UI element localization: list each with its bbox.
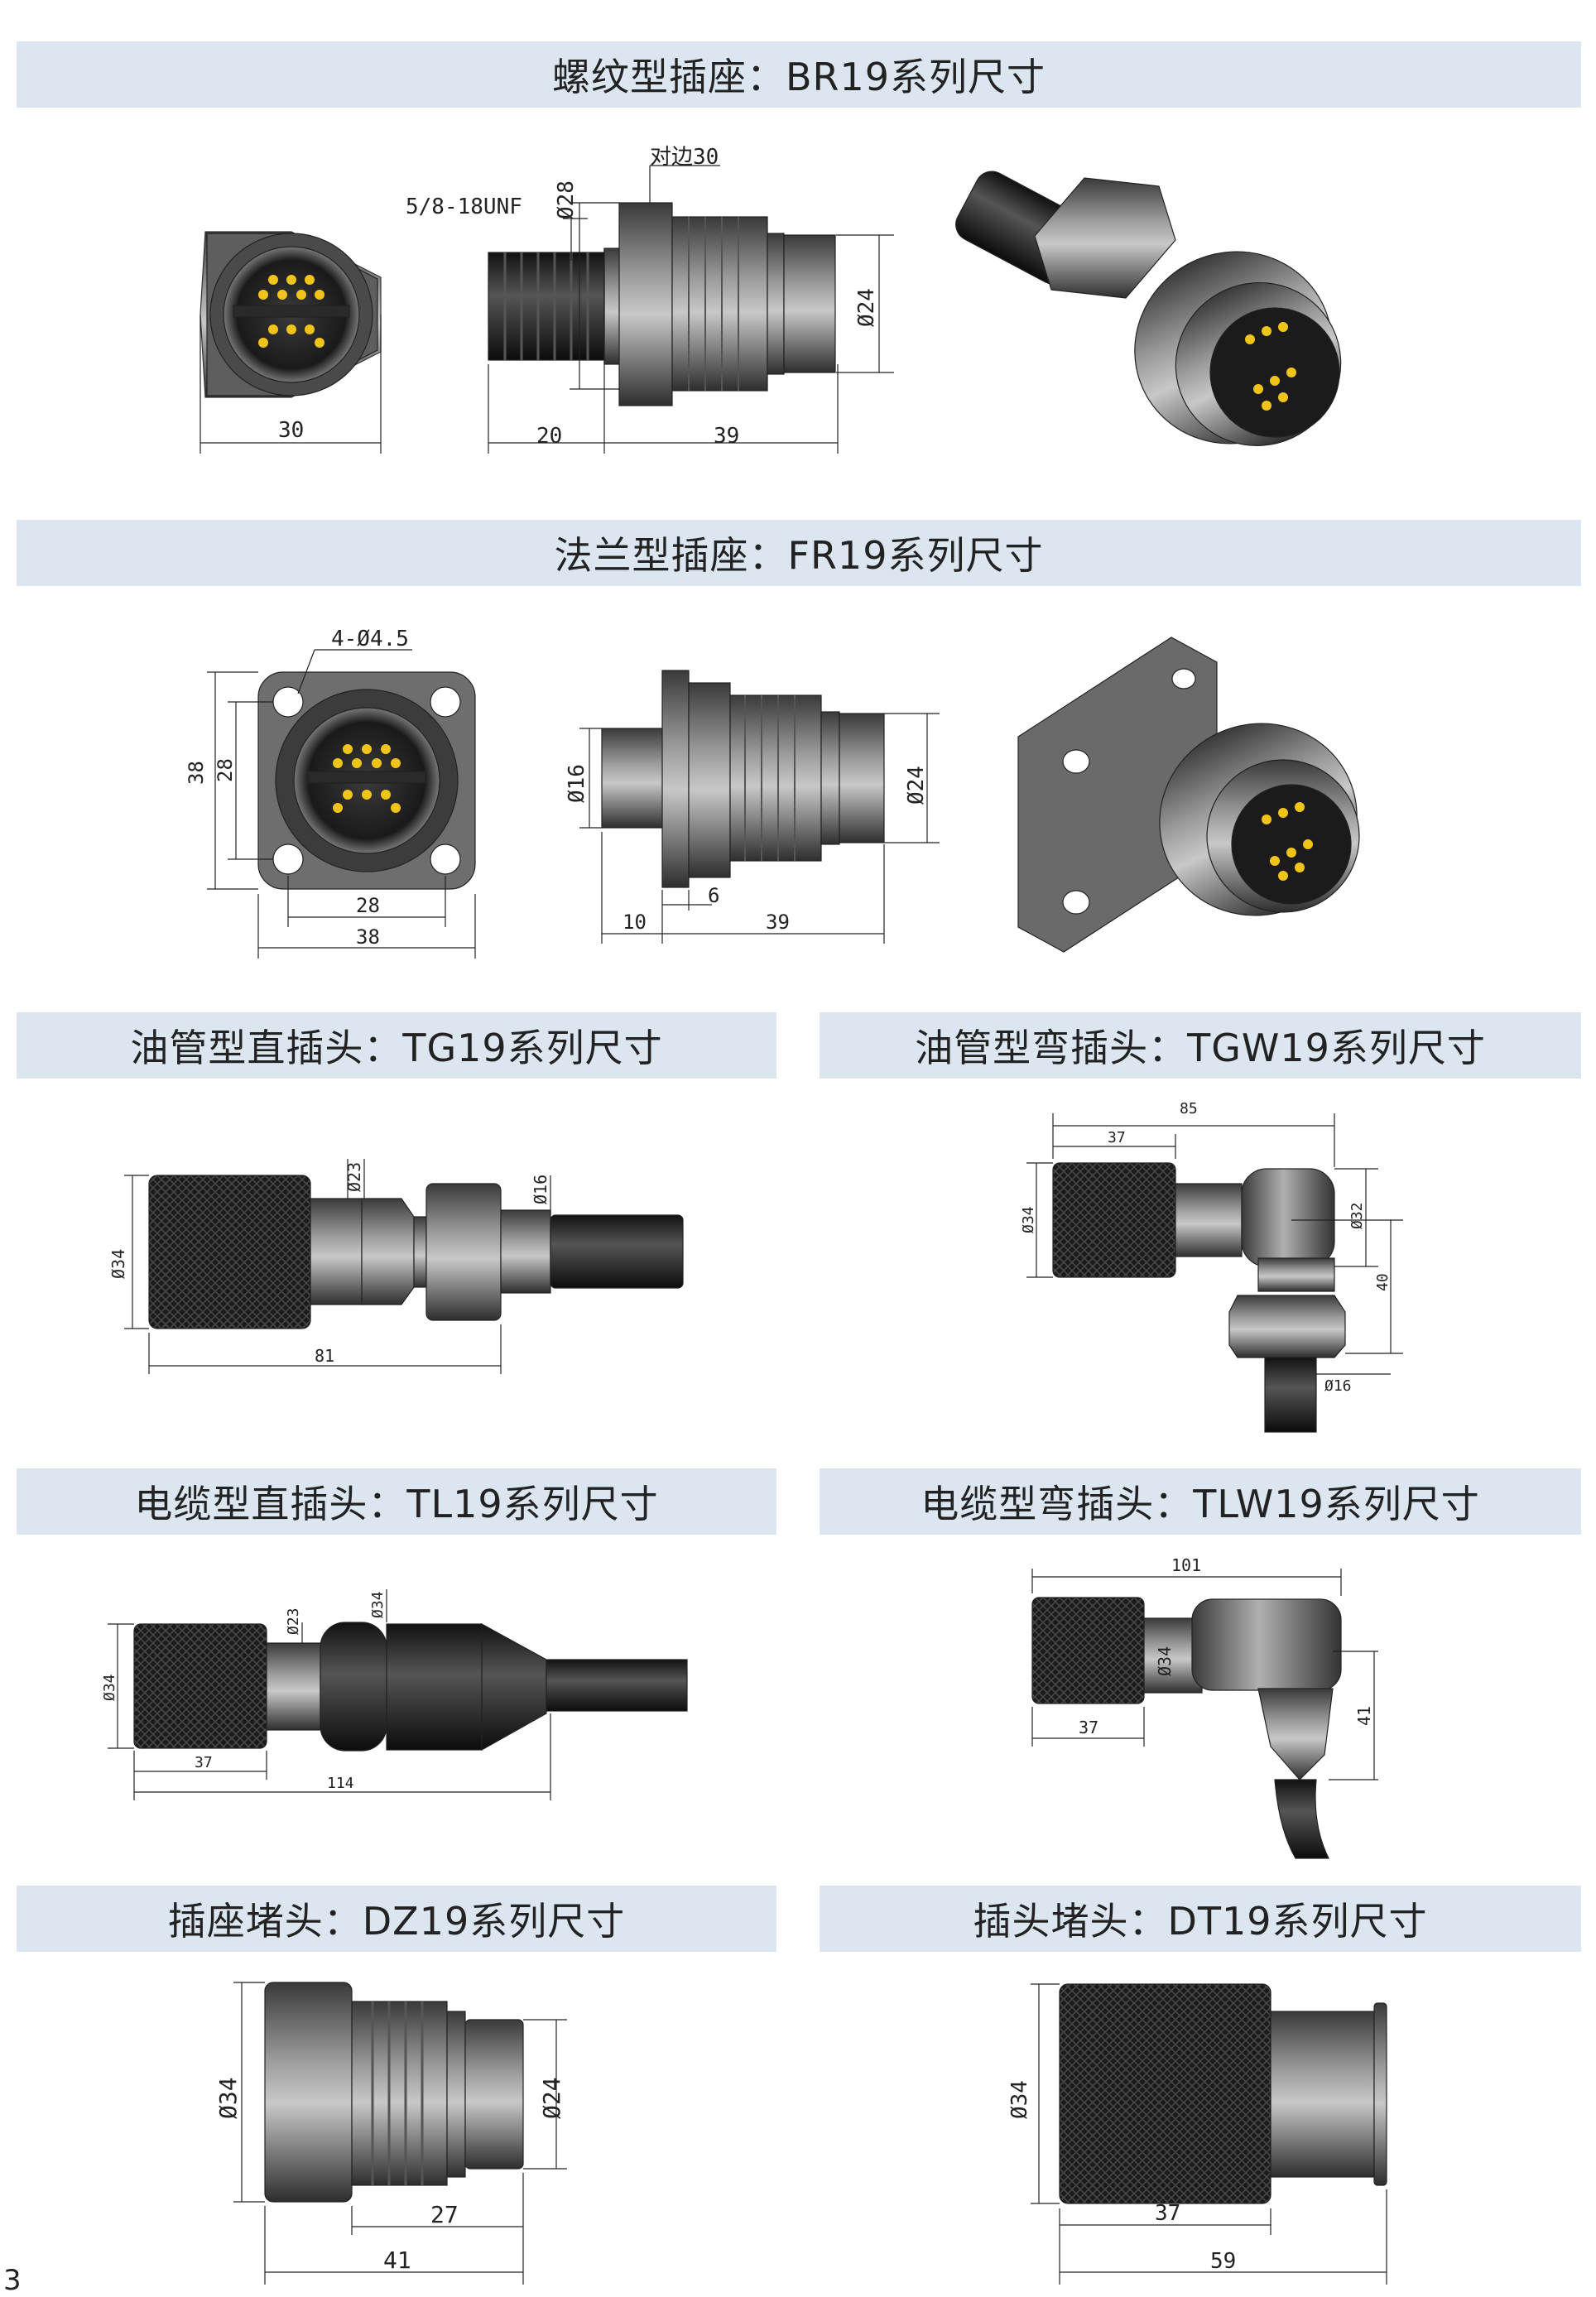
- br19-3d-view: [955, 171, 1342, 446]
- br19-d24-label: Ø24: [854, 288, 879, 327]
- fr19-height-38-label: 38: [185, 761, 208, 785]
- tgw19-d16-label: Ø16: [1324, 1377, 1352, 1395]
- br19-front-view: [200, 231, 382, 398]
- fr19-length-6-label: 6: [708, 884, 719, 907]
- fr19-length-10-label: 10: [623, 911, 647, 934]
- tgw19-d32-label: Ø32: [1348, 1202, 1366, 1229]
- tlw19-length-37-label: 37: [1079, 1718, 1098, 1737]
- tgw19-length-37-label: 37: [1108, 1129, 1126, 1146]
- tlw19-length-41-label: 41: [1354, 1706, 1374, 1726]
- br19-width-30-label: 30: [278, 418, 304, 443]
- dz19-d24-label: Ø24: [538, 2077, 565, 2119]
- fr19-holes-label: 4-Ø4.5: [331, 627, 409, 651]
- dt19-drawing: [1059, 1983, 1387, 2204]
- dt19-length-37-label: 37: [1155, 2201, 1180, 2226]
- tg19-drawing: [148, 1175, 684, 1329]
- fr19-width-28-label: 28: [356, 894, 380, 917]
- tl19-length-37-label: 37: [195, 1754, 213, 1771]
- tl19-drawing: [133, 1622, 688, 1752]
- tg19-length-81-label: 81: [315, 1346, 334, 1366]
- fr19-height-28-label: 28: [214, 758, 237, 782]
- tlw19-length-101-label: 101: [1171, 1555, 1201, 1575]
- section-title-tgw19: 油管型弯插头：TGW19系列尺寸: [820, 1012, 1581, 1079]
- dz19-d34-label: Ø34: [214, 2077, 242, 2119]
- tl19-length-114-label: 114: [327, 1775, 354, 1792]
- section-title-br19: 螺纹型插座：BR19系列尺寸: [17, 41, 1581, 108]
- br19-length-20-label: 20: [536, 424, 562, 449]
- fr19-width-38-label: 38: [356, 925, 380, 949]
- br19-thread-label: 5/8-18UNF: [406, 195, 522, 219]
- br19-length-39-label: 39: [714, 424, 739, 449]
- fr19-length-39-label: 39: [766, 911, 790, 934]
- dz19-length-41-label: 41: [383, 2247, 411, 2274]
- tlw19-drawing: [1031, 1597, 1342, 1859]
- tlw19-d34-label: Ø34: [1155, 1646, 1175, 1676]
- tl19-d23-label: Ø23: [285, 1607, 302, 1635]
- fr19-3d-view: [1017, 637, 1360, 953]
- tgw19-d34-label: Ø34: [1020, 1206, 1037, 1233]
- dz19-drawing: [264, 1982, 524, 2203]
- section-title-tlw19: 电缆型弯插头：TLW19系列尺寸: [820, 1468, 1581, 1535]
- tgw19-length-40-label: 40: [1374, 1273, 1392, 1291]
- tg19-d34-label: Ø34: [108, 1249, 128, 1279]
- section-title-tl19: 电缆型直插头：TL19系列尺寸: [17, 1468, 776, 1535]
- tgw19-drawing: [1052, 1162, 1346, 1433]
- br19-side-view: [488, 202, 836, 406]
- tg19-d16-label: Ø16: [531, 1175, 550, 1204]
- tl19-d34b-label: Ø34: [369, 1591, 387, 1618]
- fr19-front-view: [257, 671, 476, 890]
- fr19-d24-label: Ø24: [904, 766, 929, 805]
- br19-hex-label: 对边30: [650, 145, 719, 170]
- section-title-tg19: 油管型直插头：TG19系列尺寸: [17, 1012, 776, 1079]
- dt19-length-59-label: 59: [1210, 2249, 1236, 2274]
- tl19-d34-label: Ø34: [101, 1674, 118, 1701]
- tgw19-length-85-label: 85: [1180, 1100, 1198, 1117]
- br19-d28-label: Ø28: [554, 180, 579, 219]
- fr19-side-view: [601, 670, 885, 888]
- section-title-fr19: 法兰型插座：FR19系列尺寸: [17, 520, 1581, 586]
- section-title-dt19: 插头堵头：DT19系列尺寸: [820, 1886, 1581, 1952]
- fr19-d16-label: Ø16: [565, 764, 589, 803]
- dt19-d34-label: Ø34: [1007, 2080, 1032, 2119]
- tg19-d23-label: Ø23: [344, 1162, 364, 1192]
- section-title-dz19: 插座堵头：DZ19系列尺寸: [17, 1886, 776, 1952]
- dz19-length-27-label: 27: [430, 2201, 459, 2228]
- page-number: 3: [3, 2264, 22, 2297]
